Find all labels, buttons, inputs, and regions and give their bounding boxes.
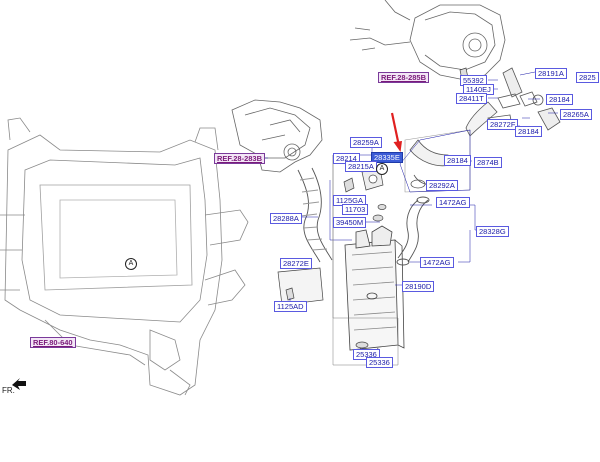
- part-28259a-label[interactable]: 28259A: [350, 137, 382, 148]
- callout-a-mid: A: [376, 163, 388, 175]
- red-down-arrow-icon: [390, 112, 402, 152]
- engine-block-top: [349, 0, 506, 81]
- bolts-and-brackets: [277, 67, 469, 306]
- part-2825-label[interactable]: 2825: [576, 72, 599, 83]
- callout-a-left: A: [125, 258, 137, 270]
- part-28184-right-label[interactable]: 28184: [444, 155, 471, 166]
- part-28265a-label[interactable]: 28265A: [560, 109, 592, 120]
- part-28292a-label[interactable]: 28292A: [426, 180, 458, 191]
- part-28191a-label[interactable]: 28191A: [535, 68, 567, 79]
- part-28272e-label[interactable]: 28272E: [280, 258, 312, 269]
- part-28215a-label[interactable]: 28215A: [345, 161, 377, 172]
- radiator-support-frame: [0, 117, 249, 396]
- pipe-28328g: [396, 196, 430, 266]
- part-1472ag-top-label[interactable]: 1472AG: [436, 197, 470, 208]
- front-direction-arrow-icon: [12, 378, 26, 390]
- part-1472ag-bottom-label[interactable]: 1472AG: [420, 257, 454, 268]
- hose-28288a: [297, 167, 333, 263]
- front-direction-label: FR.: [2, 386, 15, 395]
- part-28190d-label[interactable]: 28190D: [402, 281, 435, 292]
- part-28184-mid-label[interactable]: 28184: [515, 126, 542, 137]
- ref-80-640-link[interactable]: REF.80-640: [30, 337, 76, 348]
- upper-hoses: [465, 67, 561, 137]
- part-25336-b-label[interactable]: 25336: [366, 357, 393, 368]
- part-28328g-label[interactable]: 28328G: [476, 226, 509, 237]
- part-28288a-label[interactable]: 28288A: [270, 213, 302, 224]
- part-28272f-label[interactable]: 28272F: [487, 119, 519, 130]
- ref-28-283b-link[interactable]: REF.28-283B: [214, 153, 266, 164]
- part-28335e-label-highlighted[interactable]: 28335E: [371, 152, 403, 163]
- part-1125ad-label[interactable]: 1125AD: [274, 301, 307, 312]
- leader-lines: [258, 71, 560, 366]
- part-2874b-label[interactable]: 2874B: [474, 157, 502, 168]
- part-39450m-label[interactable]: 39450M: [333, 217, 367, 228]
- part-28411t-label[interactable]: 28411T: [456, 93, 487, 104]
- intercooler-assembly: [344, 225, 405, 358]
- part-11703-label[interactable]: 11703: [342, 204, 369, 215]
- ref-28-285b-link[interactable]: REF.28-285B: [378, 72, 430, 83]
- part-28184-top-label[interactable]: 28184: [546, 94, 573, 105]
